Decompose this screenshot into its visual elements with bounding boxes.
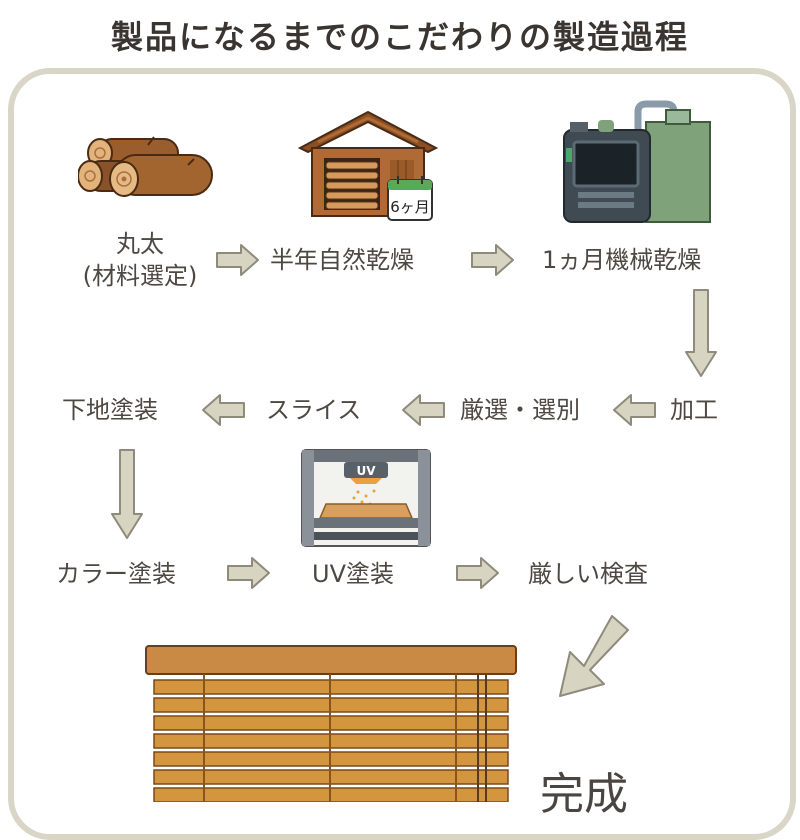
arrow-down-icon	[685, 289, 717, 377]
step-logs-label: 丸太 (材料選定)	[80, 228, 200, 292]
arrow-right-icon	[456, 557, 499, 589]
flow-arrows	[111, 244, 717, 697]
drying-machine-icon	[560, 100, 720, 225]
arrow-down-icon	[111, 449, 143, 539]
arrow-right-icon	[216, 244, 259, 276]
step-logs-label-line1: 丸太	[116, 230, 164, 258]
step-natural-drying-label: 半年自然乾燥	[270, 246, 414, 274]
page-title: 製品になるまでのこだわりの製造過程	[110, 18, 689, 56]
arrow-diagonal-icon	[559, 615, 629, 697]
step-machine-drying-label: 1ヵ月機械乾燥	[542, 246, 702, 274]
step-selection-label: 厳選・選別	[460, 396, 580, 424]
arrow-left-icon	[402, 394, 445, 426]
step-undercoat-label: 下地塗装	[62, 396, 158, 424]
step-inspection-label: 厳しい検査	[528, 560, 648, 588]
logs-icon	[78, 125, 218, 210]
uv-coating-machine-icon: UV	[300, 448, 432, 548]
arrow-right-icon	[227, 557, 270, 589]
uv-lamp-text: UV	[356, 464, 376, 478]
arrow-left-icon	[613, 394, 656, 426]
arrow-left-icon	[202, 394, 245, 426]
step-slice-label: スライス	[266, 396, 362, 424]
step-processing-label: 加工	[670, 396, 718, 424]
arrow-right-icon	[471, 244, 514, 276]
step-color-coat-label: カラー塗装	[56, 560, 176, 588]
step-uv-coat-label: UV塗装	[312, 560, 394, 588]
drying-shed-icon: 6ヶ月	[298, 108, 440, 230]
step-logs-label-line2: (材料選定)	[82, 262, 198, 290]
calendar-text: 6ヶ月	[390, 198, 430, 216]
wooden-blind-icon	[140, 642, 526, 802]
